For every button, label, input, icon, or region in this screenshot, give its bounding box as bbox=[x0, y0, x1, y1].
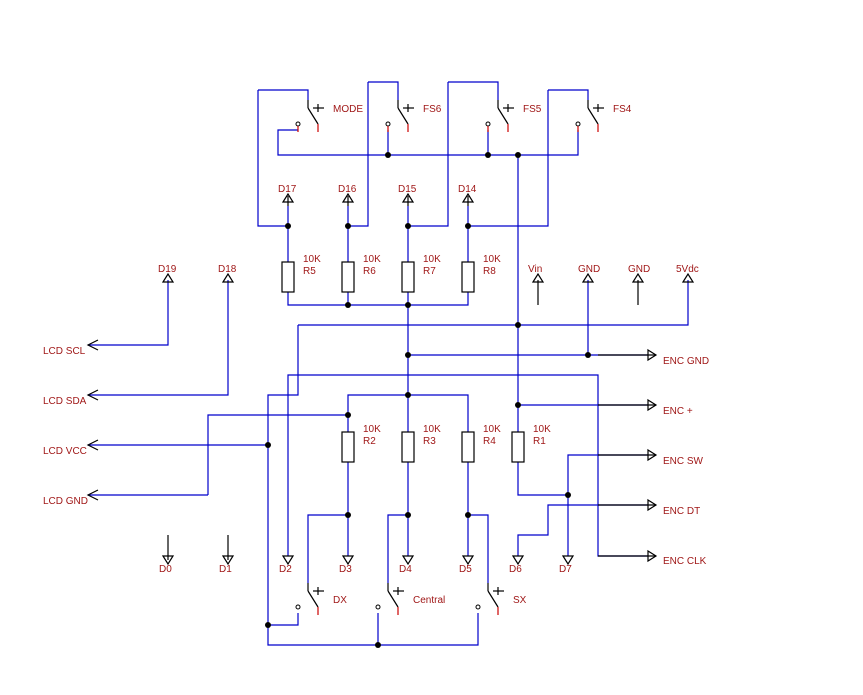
switch-label-mode: MODE bbox=[333, 104, 363, 115]
resistor-r5 bbox=[281, 261, 295, 293]
switch-label-fs6: FS6 bbox=[423, 104, 442, 115]
resistor-ref-r7: R7 bbox=[423, 266, 436, 277]
pin-label-d4: D4 bbox=[399, 564, 412, 575]
pin-label-d3: D3 bbox=[339, 564, 352, 575]
switch-central-symbol bbox=[375, 583, 404, 615]
enc-label-clk: ENC CLK bbox=[663, 556, 707, 567]
resistor-ref-r2: R2 bbox=[363, 436, 376, 447]
resistor-r7 bbox=[401, 261, 415, 293]
switch-mode-symbol bbox=[295, 100, 324, 132]
switch-label-dx: DX bbox=[333, 595, 347, 606]
pin-label-d15: D15 bbox=[398, 184, 417, 195]
resistor-value-r8: 10K bbox=[483, 254, 501, 265]
wiring bbox=[88, 81, 689, 646]
power-label-gnd-2: GND bbox=[628, 264, 650, 275]
switch-dx-symbol bbox=[295, 583, 324, 615]
resistor-value-r3: 10K bbox=[423, 424, 441, 435]
pin-label-d5: D5 bbox=[459, 564, 472, 575]
enc-label-plus: ENC + bbox=[663, 406, 693, 417]
switch-label-sx: SX bbox=[513, 595, 527, 606]
power-label-vin: Vin bbox=[528, 264, 542, 275]
power-label-gnd-1: GND bbox=[578, 264, 600, 275]
resistor-ref-r8: R8 bbox=[483, 266, 496, 277]
pin-label-d18: D18 bbox=[218, 264, 237, 275]
pin-label-d7: D7 bbox=[559, 564, 572, 575]
resistor-r4 bbox=[461, 431, 475, 463]
lcd-label-gnd: LCD GND bbox=[43, 496, 88, 507]
pin-label-d16: D16 bbox=[338, 184, 357, 195]
resistor-ref-r3: R3 bbox=[423, 436, 436, 447]
switch-fs6-symbol bbox=[385, 100, 414, 132]
connector-arrows bbox=[86, 192, 695, 566]
resistor-ref-r1: R1 bbox=[533, 436, 546, 447]
resistor-ref-r4: R4 bbox=[483, 436, 496, 447]
switch-label-central: Central bbox=[413, 595, 445, 606]
resistor-value-r1: 10K bbox=[533, 424, 551, 435]
resistor-r6 bbox=[341, 261, 355, 293]
enc-label-gnd: ENC GND bbox=[663, 356, 709, 367]
lcd-label-vcc: LCD VCC bbox=[43, 446, 87, 457]
junctions bbox=[265, 152, 591, 648]
resistor-ref-r6: R6 bbox=[363, 266, 376, 277]
resistor-r3 bbox=[401, 431, 415, 463]
switches bbox=[295, 100, 604, 615]
switch-label-fs4: FS4 bbox=[613, 104, 632, 115]
resistors bbox=[281, 261, 525, 463]
pin-label-d19: D19 bbox=[158, 264, 177, 275]
labels: MODE FS6 FS5 FS4 DX Central SX D17 D16 D… bbox=[43, 104, 709, 606]
pin-label-d14: D14 bbox=[458, 184, 477, 195]
pin-label-d0: D0 bbox=[159, 564, 172, 575]
resistor-ref-r5: R5 bbox=[303, 266, 316, 277]
switch-sx-symbol bbox=[475, 583, 504, 615]
resistor-r2 bbox=[341, 431, 355, 463]
resistor-value-r5: 10K bbox=[303, 254, 321, 265]
lcd-label-sda: LCD SDA bbox=[43, 396, 87, 407]
resistor-r1 bbox=[511, 431, 525, 463]
switch-fs4-symbol bbox=[575, 100, 604, 132]
enc-label-sw: ENC SW bbox=[663, 456, 704, 467]
switch-label-fs5: FS5 bbox=[523, 104, 542, 115]
enc-label-dt: ENC DT bbox=[663, 506, 700, 517]
lcd-label-scl: LCD SCL bbox=[43, 346, 86, 357]
resistor-value-r7: 10K bbox=[423, 254, 441, 265]
resistor-value-r2: 10K bbox=[363, 424, 381, 435]
pin-label-d6: D6 bbox=[509, 564, 522, 575]
pin-label-d1: D1 bbox=[219, 564, 232, 575]
power-label-5vdc: 5Vdc bbox=[676, 264, 699, 275]
pin-label-d17: D17 bbox=[278, 184, 297, 195]
switch-fs5-symbol bbox=[485, 100, 514, 132]
resistor-value-r4: 10K bbox=[483, 424, 501, 435]
pin-label-d2: D2 bbox=[279, 564, 292, 575]
resistor-r8 bbox=[461, 261, 475, 293]
resistor-value-r6: 10K bbox=[363, 254, 381, 265]
